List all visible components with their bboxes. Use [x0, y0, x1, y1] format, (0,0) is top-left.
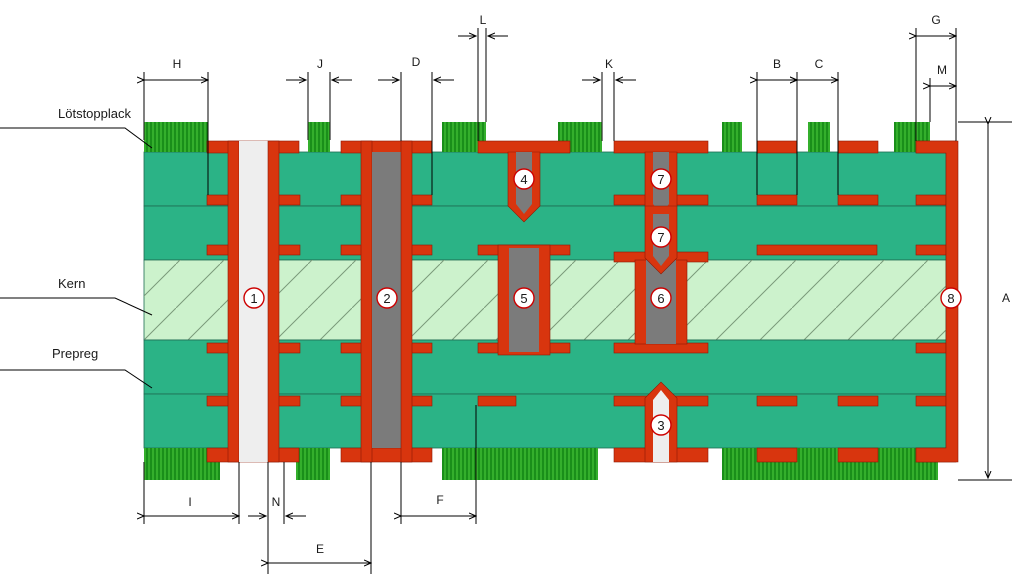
via-number: 4	[520, 172, 527, 187]
leader-core	[0, 297, 153, 316]
leader-prepreg	[0, 369, 153, 389]
dim-label-F: F	[436, 493, 443, 507]
dim-label-G: G	[931, 13, 940, 27]
solder-mask-top	[144, 122, 930, 152]
via-marker-3: 3	[650, 414, 672, 436]
copper-trace	[837, 194, 879, 206]
via-number: 3	[657, 418, 664, 433]
solder-mask-pad	[296, 448, 330, 480]
copper-pad	[477, 140, 571, 154]
copper-pad	[340, 447, 433, 463]
via-marker-6: 6	[650, 287, 672, 309]
via-1-barrel-right	[267, 140, 280, 463]
via-marker-4: 4	[513, 168, 535, 190]
via-number: 6	[657, 291, 664, 306]
label-core: Kern	[58, 276, 85, 291]
via-number: 7	[657, 230, 664, 245]
dim-label-C: C	[815, 57, 824, 71]
copper-trace	[756, 194, 798, 206]
dim-label-J: J	[317, 57, 323, 71]
side-labels	[0, 127, 153, 389]
via-marker-8: 8	[940, 287, 962, 309]
dim-label-B: B	[773, 57, 781, 71]
solder-mask-pad	[144, 122, 208, 152]
dim-label-N: N	[272, 495, 281, 509]
dimension-labels: H J D L K B C G M A I N F E	[173, 13, 1010, 556]
copper-trace	[275, 194, 301, 206]
leader-solder-mask	[0, 127, 153, 149]
solder-mask-pad	[722, 122, 742, 152]
label-prepreg: Prepreg	[52, 346, 98, 361]
copper-trace	[275, 395, 301, 407]
copper-trace	[409, 342, 433, 354]
copper-trace	[915, 194, 947, 206]
copper-pad	[613, 140, 709, 154]
via-1-barrel-left	[227, 140, 240, 463]
copper-pad	[613, 342, 709, 354]
via-number: 7	[657, 172, 664, 187]
dim-label-H: H	[173, 57, 182, 71]
copper-trace	[340, 395, 364, 407]
via-number: 2	[383, 291, 390, 306]
dim-label-I: I	[188, 495, 191, 509]
copper-trace	[756, 395, 798, 407]
copper-trace	[340, 244, 364, 256]
copper-trace	[915, 395, 947, 407]
via-number: 1	[250, 291, 257, 306]
copper-pad	[340, 140, 433, 154]
solder-mask-pad	[722, 448, 938, 480]
via-2-barrel-right	[400, 140, 413, 463]
label-solder-mask: Lötstopplack	[58, 106, 131, 121]
dim-label-K: K	[605, 57, 613, 71]
via-8-edge-plating	[915, 140, 959, 463]
copper-trace	[340, 194, 364, 206]
copper-trace	[340, 342, 364, 354]
solder-mask-pad	[308, 122, 330, 152]
via-markers: 1 2 3 4 5 6 7 7	[243, 168, 962, 436]
solder-mask-pad	[442, 448, 598, 480]
copper-trace	[837, 395, 879, 407]
via-number: 8	[947, 291, 954, 306]
dim-label-L: L	[480, 13, 487, 27]
copper-trace	[477, 395, 517, 407]
via-number: 5	[520, 291, 527, 306]
copper-pad	[837, 140, 879, 154]
via-marker-7-lower: 7	[650, 226, 672, 248]
copper-trace	[275, 244, 301, 256]
copper-trace	[409, 244, 433, 256]
copper-trace	[275, 342, 301, 354]
dim-label-E: E	[316, 542, 324, 556]
via-2-barrel-left	[360, 140, 373, 463]
via-marker-1: 1	[243, 287, 265, 309]
via-marker-5: 5	[513, 287, 535, 309]
copper-trace	[915, 342, 947, 354]
copper-pad	[756, 140, 798, 154]
copper-trace	[409, 194, 433, 206]
solder-mask-pad	[808, 122, 830, 152]
dimension-lines	[144, 28, 1012, 574]
copper-pad	[837, 447, 879, 463]
copper-pad	[756, 447, 798, 463]
solder-mask-bottom	[144, 448, 938, 480]
copper-trace	[756, 244, 878, 256]
dim-label-M: M	[937, 63, 947, 77]
copper-trace	[409, 395, 433, 407]
dim-label-A: A	[1002, 291, 1010, 305]
via-marker-2: 2	[376, 287, 398, 309]
copper-trace	[915, 244, 947, 256]
dim-label-D: D	[412, 55, 421, 69]
via-marker-7-upper: 7	[650, 168, 672, 190]
